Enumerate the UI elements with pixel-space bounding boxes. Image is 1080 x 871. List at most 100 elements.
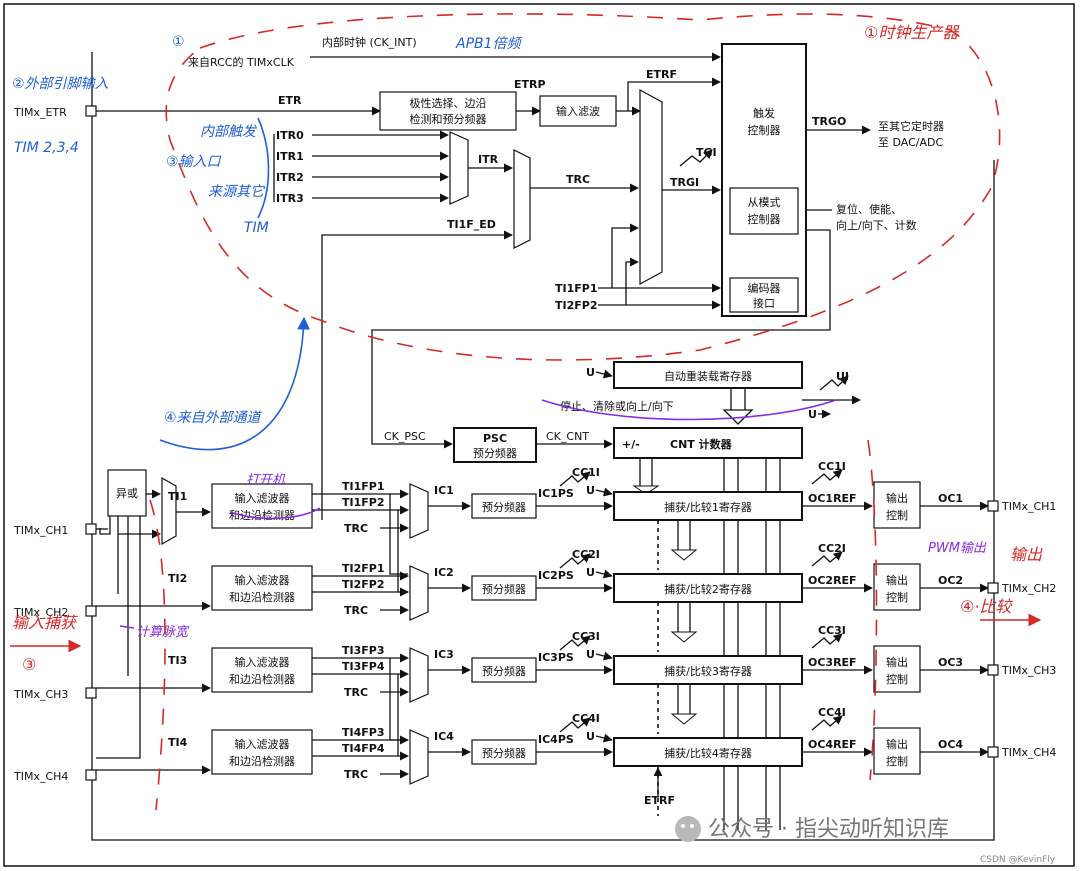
counter-section: U 自动重装载寄存器 停止、清除或向上/向下 PSC 预分频器 CK_CNT +…	[453, 361, 861, 830]
cc-register-label-3: 捕获/比较3寄存器	[664, 664, 752, 678]
outer-frame	[3, 3, 1075, 867]
fpb-label-2: TI2FP2	[342, 578, 384, 591]
slave-ctrl-line-1: 从模式	[748, 196, 781, 209]
oc-label-3: OC3	[938, 656, 963, 669]
ti1f-ed-line	[321, 230, 513, 520]
output-pin-label-4: TIMx_CH4	[1001, 746, 1056, 759]
ti-label-1: TI1	[168, 490, 187, 503]
cc-register-label-4: 捕获/比较4寄存器	[664, 746, 752, 760]
pwm-out-annotation: PWM输出	[928, 541, 987, 556]
u-label-ch2: U	[586, 566, 595, 579]
ic-label-2: IC2	[434, 566, 454, 579]
output-pin-2	[987, 582, 999, 594]
u-label-top: U	[586, 366, 595, 379]
trgo-label: TRGO	[812, 115, 846, 128]
input-filter-3	[211, 647, 313, 693]
ti1fp1-label: TI1FP1	[555, 282, 597, 295]
ic-label-3: IC3	[434, 648, 454, 661]
icps-label-2: IC2PS	[538, 569, 574, 582]
itr-mux	[449, 131, 469, 205]
output-control-2	[873, 563, 921, 611]
ck-cnt-label: CK_CNT	[546, 430, 589, 443]
clock-gen-outline	[165, 13, 1001, 361]
ck-psc-label: CK_PSC	[384, 430, 426, 443]
cci-out-label-2: CC2I	[818, 542, 846, 555]
filter-line1-1: 输入滤波器	[235, 491, 290, 505]
input-filter-box	[539, 95, 617, 127]
ocref-label-4: OC4REF	[808, 738, 857, 751]
trigger-controller-block	[721, 43, 807, 317]
output-pin-1	[987, 500, 999, 512]
cci-label-1: CC1I	[572, 466, 600, 479]
filter-line2-2: 和边沿检测器	[229, 590, 295, 604]
etr-label: ETR	[278, 94, 302, 107]
input-pin-3	[85, 687, 97, 699]
output-ctrl-line1-3: 输出	[886, 655, 908, 669]
slave-note-2: 向上/向下、计数	[836, 218, 917, 232]
output-pin-label-2: TIMx_CH2	[1001, 582, 1056, 595]
trgo-dest-1: 至其它定时器	[878, 119, 944, 133]
fpa-label-2: TI2FP1	[342, 562, 384, 575]
ext-channel-annotation: ④来自外部通道	[164, 410, 263, 426]
icps-label-1: IC1PS	[538, 487, 574, 500]
ocref-label-2: OC2REF	[808, 574, 857, 587]
ic-label-4: IC4	[434, 730, 454, 743]
slave-controller-box	[729, 187, 799, 235]
ext-pin-annotation: ②外部引脚输入	[12, 76, 109, 92]
output-annotation: 输出	[1010, 545, 1043, 564]
measure-annotation: 计算脉宽	[136, 624, 190, 640]
ic-prescaler-label-2: 预分频器	[482, 582, 526, 596]
input-pin-4	[85, 769, 97, 781]
etrp-label: ETRP	[514, 78, 546, 91]
trigger-ctrl-line-1: 触发	[753, 106, 775, 120]
output-pin-3	[987, 664, 999, 676]
trgo-dest-2: 至 DAC/ADC	[878, 136, 943, 149]
output-pin-4	[987, 746, 999, 758]
input-filter-label: 输入滤波	[556, 104, 600, 118]
fpa-label-4: TI4FP3	[342, 726, 384, 739]
etr-pin-label: TIMx_ETR	[13, 106, 67, 119]
ic-mux-1	[409, 483, 429, 539]
num3-annotation: ③	[22, 655, 36, 674]
psc-box	[453, 427, 537, 463]
trgi-label: TRGI	[670, 176, 699, 189]
fpa-label-1: TI1FP1	[342, 480, 384, 493]
cnt-counter-box	[613, 427, 803, 459]
ti-label-3: TI3	[168, 654, 187, 667]
inner-trig-3: 来源其它	[208, 184, 266, 200]
compare-annotation: ④·比较	[960, 597, 1013, 616]
filter-line1-4: 输入滤波器	[235, 737, 290, 751]
filter-line2-4: 和边沿检测器	[229, 754, 295, 768]
wechat-icon	[675, 816, 701, 842]
inner-trig-1: 内部触发	[200, 124, 258, 140]
trc-label-4: TRC	[344, 768, 368, 781]
tim-list-annotation: TIM 2,3,4	[14, 140, 79, 156]
polarity-box	[379, 91, 517, 131]
fpa-label-3: TI3FP3	[342, 644, 384, 657]
itr2-label: ITR2	[276, 171, 304, 184]
output-control-4	[873, 727, 921, 775]
csdn-credit: CSDN @KevinFly	[980, 855, 1056, 865]
apb1-annotation: APB1倍频	[455, 36, 524, 52]
filter-line1-2: 输入滤波器	[235, 573, 290, 587]
ic-mux-4	[409, 729, 429, 785]
output-control-3	[873, 645, 921, 693]
ic-label-1: IC1	[434, 484, 454, 497]
xor-box	[107, 469, 147, 517]
ocref-label-1: OC1REF	[808, 492, 857, 505]
oc-label-4: OC4	[938, 738, 963, 751]
input-filter-1	[211, 483, 313, 529]
cc-register-label-2: 捕获/比较2寄存器	[664, 582, 752, 596]
ti-label-2: TI2	[168, 572, 187, 585]
trigger-ctrl-line-2: 控制器	[748, 123, 781, 137]
ti2fp2-label: TI2FP2	[555, 299, 597, 312]
ic-prescaler-1	[471, 493, 537, 519]
output-pin-label-1: TIMx_CH1	[1001, 500, 1056, 513]
auto-reload-register	[613, 361, 803, 389]
etrf-line	[627, 77, 721, 111]
filter-line1-3: 输入滤波器	[235, 655, 290, 669]
trc-label-3: TRC	[344, 686, 368, 699]
filter-line2-3: 和边沿检测器	[229, 672, 295, 686]
